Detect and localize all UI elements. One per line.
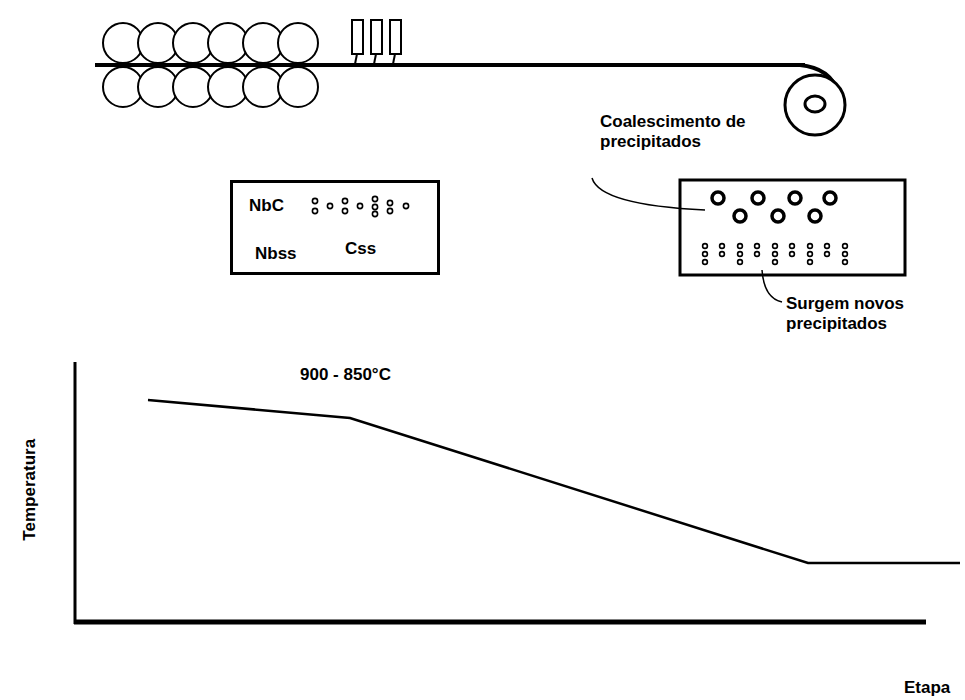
precipitate: [790, 244, 795, 249]
precipitate: [809, 210, 821, 222]
species-label: Nbss: [255, 245, 297, 264]
precipitate: [825, 252, 830, 257]
precipitate: [372, 204, 377, 209]
temperature-range: 900 - 850°C: [300, 365, 391, 385]
precipitate: [720, 244, 725, 249]
precipitate: [327, 203, 332, 208]
leader-line: [592, 178, 705, 210]
precipitate: [808, 244, 813, 249]
precipitate: [790, 252, 795, 257]
y-axis: [74, 362, 77, 624]
precipitate: [312, 208, 317, 213]
precipitate: [755, 252, 760, 257]
precipitate: [755, 244, 760, 249]
precipitate: [342, 208, 347, 213]
temperature-curve: [148, 400, 960, 563]
axis-label: Temperatura: [20, 439, 40, 541]
precipitate: [738, 244, 743, 249]
precipitate: [703, 260, 708, 265]
precipitate: [825, 244, 830, 249]
precipitate: [372, 211, 377, 216]
precipitate: [773, 260, 778, 265]
coiler: [785, 75, 845, 135]
precipitate: [824, 192, 836, 204]
precipitate: [738, 252, 743, 257]
roll: [278, 67, 318, 107]
callout-label: Surgem novos precipitados: [786, 294, 961, 333]
precipitate: [808, 252, 813, 257]
precipitate: [387, 200, 392, 205]
precipitate: [738, 260, 743, 265]
precipitate: [773, 252, 778, 257]
precipitate: [703, 252, 708, 257]
precipitate: [843, 260, 848, 265]
precipitate: [772, 210, 784, 222]
precipitate: [372, 196, 377, 201]
precipitates: [703, 192, 848, 264]
precipitate: [703, 244, 708, 249]
precipitate: [403, 203, 408, 208]
precipitate: [357, 203, 362, 208]
precipitate-box: [680, 180, 905, 275]
x-axis: [74, 620, 926, 625]
precipitate: [734, 210, 746, 222]
precipitate: [843, 244, 848, 249]
coiler-hub: [805, 96, 825, 112]
callout-label: Coalescimento de precipitados: [600, 112, 770, 151]
precipitate: [773, 244, 778, 249]
precipitate: [808, 260, 813, 265]
species-label: NbC: [249, 197, 284, 216]
nbc-precipitates: [312, 196, 408, 216]
precipitate: [720, 252, 725, 257]
precipitate: [712, 192, 724, 204]
precipitate: [752, 192, 764, 204]
precipitate: [342, 198, 347, 203]
precipitate: [789, 192, 801, 204]
precipitate: [387, 208, 392, 213]
precipitate: [843, 252, 848, 257]
axis-label: Etapa: [904, 678, 950, 698]
species-label: Css: [345, 240, 376, 259]
precipitate-box: NbC Nbss Css: [230, 180, 440, 275]
steel-strip: [95, 63, 805, 67]
leader-line: [762, 270, 782, 302]
roll: [278, 23, 318, 63]
precipitate: [312, 198, 317, 203]
cooling-sprays: [352, 20, 401, 64]
